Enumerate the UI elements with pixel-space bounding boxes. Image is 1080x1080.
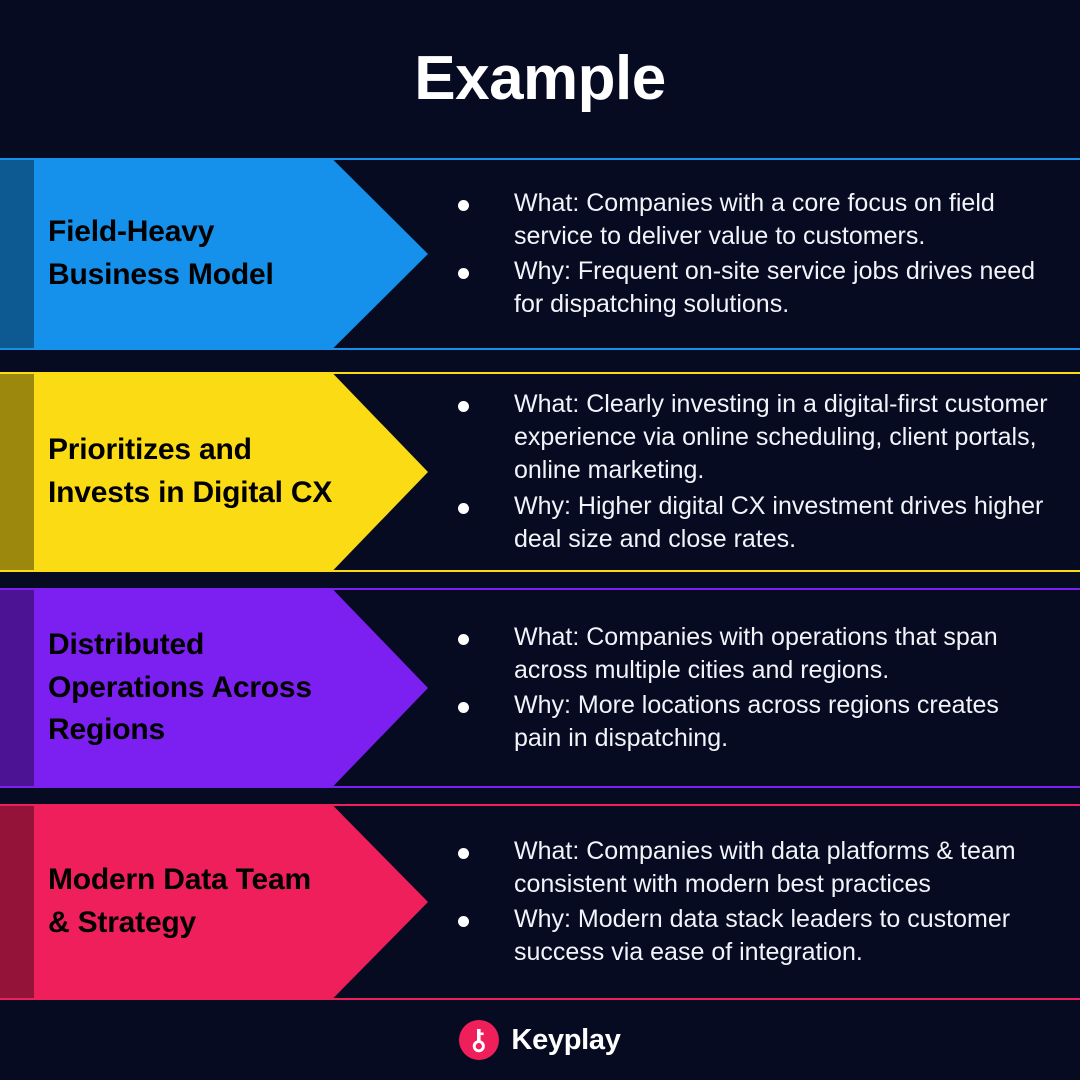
page-title-bar: Example: [0, 0, 1080, 158]
row-bullet-list: What: Companies with operations that spa…: [450, 590, 1050, 786]
row-label: Distributed Operations Across Regions: [48, 628, 312, 747]
row-bullet-list: What: Companies with a core focus on fie…: [450, 160, 1050, 348]
list-item: What: Companies with a core focus on fie…: [450, 187, 1050, 254]
row-arrow-banner[interactable]: Field-Heavy Business Model: [34, 160, 428, 348]
list-item: What: Clearly investing in a digital-fir…: [450, 388, 1050, 488]
footer-brand: Keyplay: [0, 1000, 1080, 1080]
row-arrow-banner[interactable]: Distributed Operations Across Regions: [34, 590, 428, 786]
list-item: Why: Higher digital CX investment drives…: [450, 490, 1050, 557]
brand-name: Keyplay: [511, 1023, 621, 1056]
list-item: Why: Frequent on-site service jobs drive…: [450, 255, 1050, 322]
row-edge-strip: [0, 374, 34, 570]
list-item-text: Why: Higher digital CX investment drives…: [514, 491, 1044, 553]
row-label: Field-Heavy Business Model: [48, 215, 274, 291]
list-item-text: Why: Modern data stack leaders to custom…: [514, 905, 1011, 967]
list-item-text: Why: Frequent on-site service jobs drive…: [514, 257, 1036, 319]
bullet-dot-icon: [458, 400, 469, 412]
row-label: Modern Data Team & Strategy: [48, 863, 311, 939]
row-bullet-list: What: Clearly investing in a digital-fir…: [450, 374, 1050, 570]
list-item-text: What: Clearly investing in a digital-fir…: [514, 389, 1048, 485]
bullet-dot-icon: [458, 847, 469, 859]
keyplay-logo-mark: [459, 1020, 500, 1060]
bullet-dot-icon: [458, 502, 469, 514]
bullet-dot-icon: [458, 916, 469, 927]
key-icon: [473, 1029, 486, 1053]
row-edge-strip: [0, 806, 34, 998]
list-item-text: What: Companies with operations that spa…: [514, 622, 998, 684]
row-arrow-banner[interactable]: Modern Data Team & Strategy: [34, 806, 428, 998]
row-arrow-banner[interactable]: Prioritizes and Invests in Digital CX: [34, 374, 428, 570]
list-item-text: Why: More locations across regions creat…: [514, 691, 999, 753]
criteria-row-distributed-operations-across-regions: Distributed Operations Across Regions Wh…: [0, 588, 1080, 788]
criteria-row-prioritizes-and-invests-in-digital-cx: Prioritizes and Invests in Digital CX Wh…: [0, 372, 1080, 572]
row-edge-strip: [0, 160, 34, 348]
bullet-dot-icon: [458, 199, 469, 211]
list-item-text: What: Companies with a core focus on fie…: [514, 188, 995, 250]
bullet-dot-icon: [458, 702, 469, 713]
criteria-row-modern-data-team-and-strategy: Modern Data Team & Strategy What: Compan…: [0, 804, 1080, 1000]
row-edge-strip: [0, 590, 34, 786]
criteria-row-field-heavy-business-model: Field-Heavy Business Model What: Compani…: [0, 158, 1080, 350]
list-item: What: Companies with data platforms & te…: [450, 835, 1050, 902]
bullet-dot-icon: [458, 633, 469, 645]
row-bullet-list: What: Companies with data platforms & te…: [450, 806, 1050, 998]
list-item-text: What: Companies with data platforms & te…: [514, 836, 1016, 898]
list-item: Why: Modern data stack leaders to custom…: [450, 903, 1050, 970]
page-title: Example: [414, 44, 666, 113]
row-label: Prioritizes and Invests in Digital CX: [48, 433, 333, 509]
bullet-dot-icon: [458, 268, 469, 279]
list-item: Why: More locations across regions creat…: [450, 689, 1050, 756]
list-item: What: Companies with operations that spa…: [450, 621, 1050, 688]
